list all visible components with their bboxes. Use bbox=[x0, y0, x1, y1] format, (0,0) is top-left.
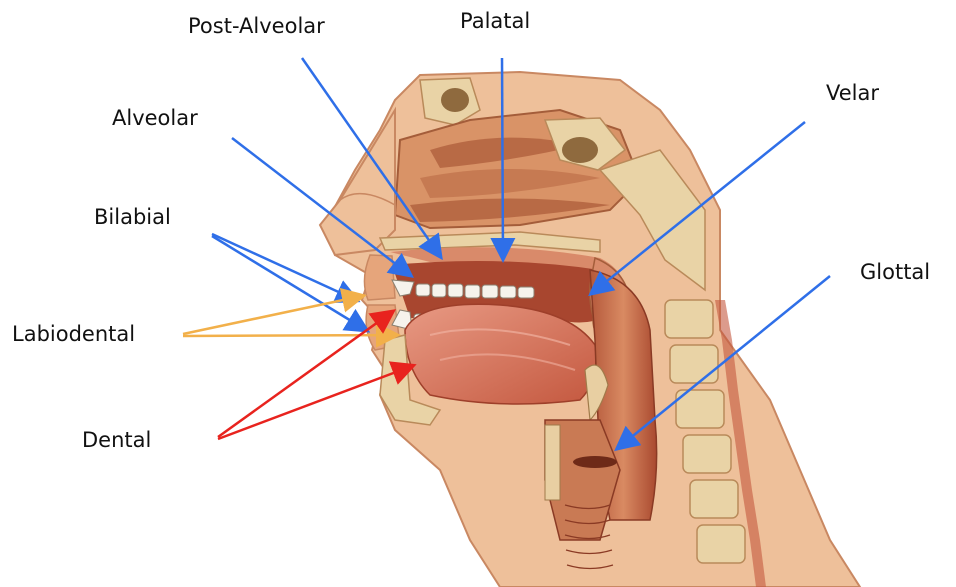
label-palatal: Palatal bbox=[460, 11, 530, 32]
label-bilabial: Bilabial bbox=[94, 207, 171, 228]
arrow-labiodental-upper bbox=[183, 296, 362, 334]
label-glottal: Glottal bbox=[860, 262, 930, 283]
label-dental: Dental bbox=[82, 430, 151, 451]
arrow-dental-upper bbox=[218, 312, 392, 437]
arrow-palatal bbox=[502, 58, 503, 258]
label-velar: Velar bbox=[826, 83, 879, 104]
arrow-labiodental-lower bbox=[183, 335, 396, 336]
thyroid-cartilage bbox=[545, 425, 560, 500]
upper-lip bbox=[364, 255, 395, 300]
label-labiodental: Labiodental bbox=[12, 324, 135, 345]
frontal-sinus bbox=[441, 88, 469, 112]
vocal-folds bbox=[573, 456, 617, 468]
label-post-alveolar: Post-Alveolar bbox=[188, 16, 325, 37]
label-alveolar: Alveolar bbox=[112, 108, 198, 129]
